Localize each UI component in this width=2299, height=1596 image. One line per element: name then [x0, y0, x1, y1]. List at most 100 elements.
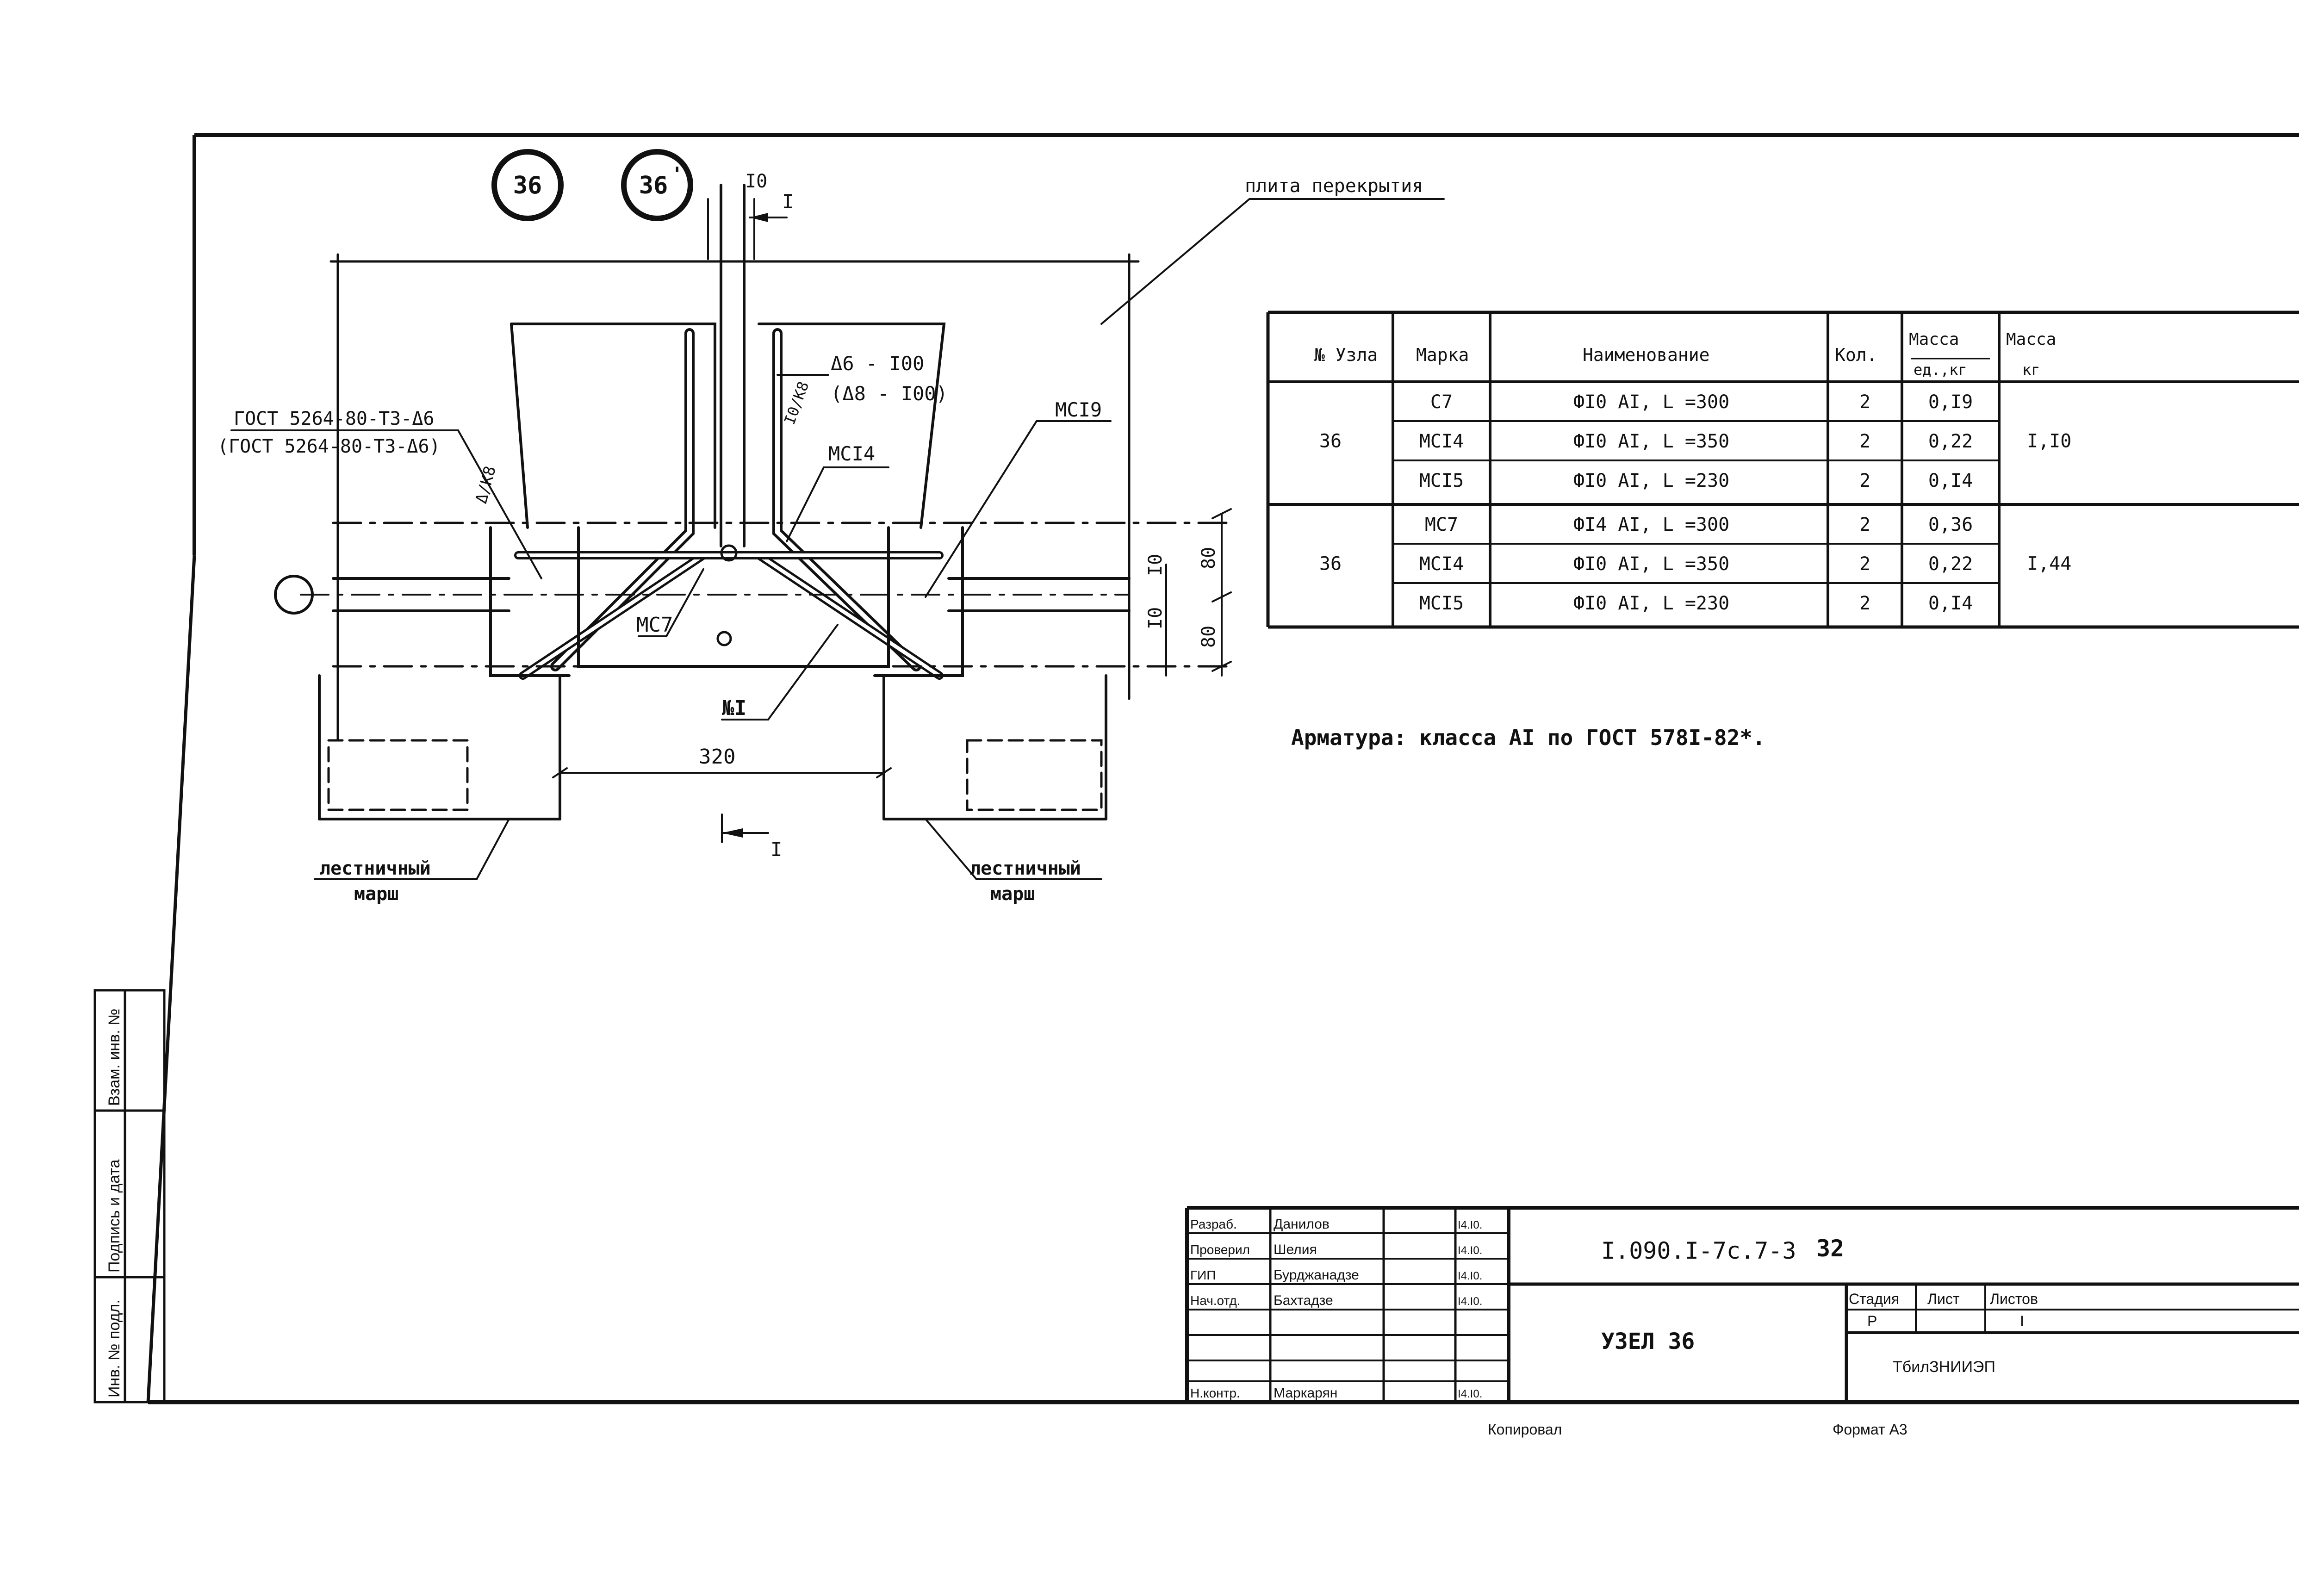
label-stair-right-1: лестничный: [969, 858, 1081, 879]
drawing-title: УЗЕЛ 36: [1601, 1329, 1695, 1354]
label-dim-10b: I0: [1145, 607, 1166, 629]
doc-code: I.090.I-7с.7-3: [1601, 1237, 1796, 1264]
signature-role: Нач.отд.: [1190, 1293, 1241, 1308]
table-cell-name: ФI0 AI, L =350: [1573, 431, 1729, 452]
sheet-label: Лист: [1927, 1291, 1960, 1307]
node-mark-prime: ': [671, 163, 683, 186]
table-cell-node: 36: [1319, 431, 1342, 452]
table-header-node: № Узла: [1314, 345, 1378, 365]
table-cell-unit-mass: 0,36: [1928, 514, 1973, 535]
stage-value: Р: [1867, 1313, 1877, 1329]
table-cell-unit-mass: 0,I4: [1928, 593, 1973, 614]
table-cell-total-mass: I,44: [2027, 553, 2071, 575]
label-section-top: I: [782, 190, 794, 213]
table-cell-unit-mass: 0,22: [1928, 553, 1973, 575]
node-mark-36: [491, 149, 564, 221]
label-gost-a: ГОСТ 5264-80-Т3-Δ6: [234, 408, 434, 429]
table-header-unit-mass-line2: ед.,кг: [1914, 361, 1967, 379]
signature-name: Бахтадзе: [1274, 1293, 1333, 1308]
node-mark-36-prime-text: 36: [639, 172, 668, 199]
copied-label: Копировал: [1488, 1421, 1562, 1438]
organization: ТбилЗНИИЭП: [1893, 1358, 1995, 1376]
signature-name: Шелия: [1274, 1242, 1317, 1257]
table-header-total-mass-line2: кг: [2022, 361, 2040, 379]
side-stamp: [93, 989, 166, 1403]
label-mc7: МС7: [636, 613, 673, 637]
table-cell-name: ФI0 AI, L =350: [1573, 553, 1729, 575]
signature-role: Разраб.: [1190, 1217, 1237, 1231]
table-cell-qty: 2: [1859, 593, 1870, 614]
label-gost-b: (ГОСТ 5264-80-Т3-Δ6): [217, 436, 441, 457]
table-cell-qty: 2: [1859, 431, 1870, 452]
table-cell-mark: МСI5: [1419, 470, 1464, 491]
reinforcement-note: Арматура: класса AI по ГОСТ 578I-82*.: [1291, 725, 1765, 750]
label-section-bottom: I: [770, 838, 782, 861]
table-cell-mark: МС7: [1425, 514, 1458, 535]
signature-name: Маркарян: [1274, 1385, 1337, 1401]
sheet-value: I: [2020, 1313, 2024, 1329]
table-header-total-mass: Масса: [2006, 330, 2056, 349]
node-drawing: [230, 149, 1445, 880]
label-dim-80: 80: [1198, 547, 1219, 569]
side-stamp-sign-date: Подпись и дата: [106, 1159, 123, 1273]
table-cell-qty: 2: [1859, 514, 1870, 535]
signature-name: Бурджанадзе: [1274, 1267, 1359, 1283]
side-stamp-inv-orig: Инв. № подл.: [106, 1299, 123, 1397]
sheets-label: Листов: [1990, 1291, 2038, 1307]
signature-date: I4.I0.: [1458, 1270, 1482, 1282]
label-slab: плита перекрытия: [1245, 175, 1423, 197]
signature-role: Н.контр.: [1190, 1386, 1240, 1400]
table-cell-node: 36: [1319, 553, 1342, 575]
signature-name: Данилов: [1274, 1217, 1330, 1232]
format-label: Формат А3: [1833, 1421, 1908, 1438]
table-header-name: Наименование: [1583, 345, 1710, 365]
label-width-320: 320: [699, 745, 735, 769]
label-top-gap: I0: [745, 171, 767, 192]
table-cell-name: ФI0 AI, L =230: [1573, 470, 1729, 491]
table-cell-total-mass: I,I0: [2027, 431, 2071, 452]
label-mc19: МСI9: [1055, 398, 1102, 421]
table-cell-name: ФI0 AI, L =300: [1573, 391, 1729, 413]
table-cell-unit-mass: 0,22: [1928, 431, 1973, 452]
node-mark-36-prime: [621, 149, 693, 221]
table-cell-unit-mass: 0,I9: [1928, 391, 1973, 413]
label-dim-80b: 80: [1198, 626, 1219, 648]
signature-date: I4.I0.: [1458, 1295, 1482, 1308]
table-header-mark: Марка: [1416, 345, 1469, 365]
signature-date: I4.I0.: [1458, 1219, 1482, 1231]
label-m1: №I: [722, 696, 746, 720]
table-cell-qty: 2: [1859, 391, 1870, 413]
table-header-qty: Кол.: [1835, 345, 1877, 365]
label-stair-left-1: лестничный: [319, 858, 431, 879]
sheet-num: 32: [1816, 1235, 1844, 1262]
label-stair-right-2: марш: [990, 883, 1035, 905]
table-cell-name: ФI4 AI, L =300: [1573, 514, 1729, 535]
table-header-unit-mass: Масса: [1909, 330, 1959, 349]
signature-role: Проверил: [1190, 1242, 1250, 1257]
stage-label: Стадия: [1849, 1291, 1899, 1307]
label-stirrup-b: (Δ8 - I00): [831, 382, 948, 405]
sheet-frame: [146, 133, 2299, 1404]
signature-role: ГИП: [1190, 1268, 1216, 1282]
table-cell-name: ФI0 AI, L =230: [1573, 593, 1729, 614]
table-cell-qty: 2: [1859, 553, 1870, 575]
node-mark-36-text: 36: [513, 172, 542, 199]
label-mc14: МСI4: [828, 442, 875, 465]
spec-table: [1266, 311, 2299, 629]
table-cell-unit-mass: 0,I4: [1928, 470, 1973, 491]
table-cell-mark: МСI4: [1419, 431, 1464, 452]
signature-date: I4.I0.: [1458, 1244, 1482, 1257]
axis-marker: [274, 575, 314, 615]
label-stirrup-a: Δ6 - I00: [831, 352, 924, 375]
table-cell-mark: МСI5: [1419, 593, 1464, 614]
title-block: [1185, 1206, 2299, 1402]
label-dim-10a: I0: [1145, 554, 1166, 576]
table-cell-qty: 2: [1859, 470, 1870, 491]
table-cell-mark: МСI4: [1419, 553, 1464, 575]
side-stamp-inv-dup: Взам. инв. №: [106, 1008, 123, 1106]
signature-date: I4.I0.: [1458, 1388, 1482, 1400]
table-cell-mark: С7: [1430, 391, 1453, 413]
